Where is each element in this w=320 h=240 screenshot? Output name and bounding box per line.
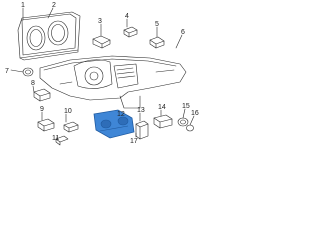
- callout-14: 14: [158, 104, 166, 111]
- switch-center-lower: [63, 121, 79, 133]
- switch-left-lower: [37, 118, 55, 132]
- module-left-upper: [33, 88, 51, 102]
- callout-1: 1: [21, 2, 25, 9]
- connector-lower-left: [55, 135, 69, 146]
- callout-6: 6: [181, 29, 185, 36]
- module-right-lower: [135, 120, 149, 140]
- callout-8: 8: [31, 80, 35, 87]
- callout-2: 2: [52, 2, 56, 9]
- callout-11: 11: [52, 135, 59, 142]
- dashboard: [39, 55, 187, 109]
- diagram-svg: 1 2 3 4 5 6 7 8 9 10 11 12 13 14 15 16 1…: [5, 2, 199, 146]
- callout-16: 16: [191, 110, 199, 117]
- switch-top-center: [92, 35, 111, 49]
- switch-right-lower: [153, 114, 173, 129]
- callout-12: 12: [117, 111, 125, 118]
- instrument-cluster: [17, 11, 81, 61]
- switch-top-right: [123, 26, 138, 38]
- sensor-far-right: [149, 36, 165, 49]
- knob-far-right-lower: [186, 124, 194, 132]
- callout-13: 13: [137, 107, 145, 114]
- callout-3: 3: [98, 18, 102, 25]
- callout-5: 5: [155, 21, 159, 28]
- knob-far-right: [177, 117, 189, 127]
- callout-4: 4: [125, 13, 129, 20]
- parts-diagram: 1 2 3 4 5 6 7 8 9 10 11 12 13 14 15 16 1…: [0, 0, 200, 147]
- callout-15: 15: [182, 103, 190, 110]
- knob-left: [22, 67, 34, 77]
- callout-7: 7: [5, 68, 9, 75]
- callout-17: 17: [130, 138, 138, 145]
- callout-9: 9: [40, 106, 44, 113]
- callout-10: 10: [64, 108, 72, 115]
- climate-control-unit-highlighted: [93, 109, 135, 139]
- callout-numbers: 1 2 3 4 5 6 7 8 9 10 11 12 13 14 15 16 1…: [5, 2, 199, 145]
